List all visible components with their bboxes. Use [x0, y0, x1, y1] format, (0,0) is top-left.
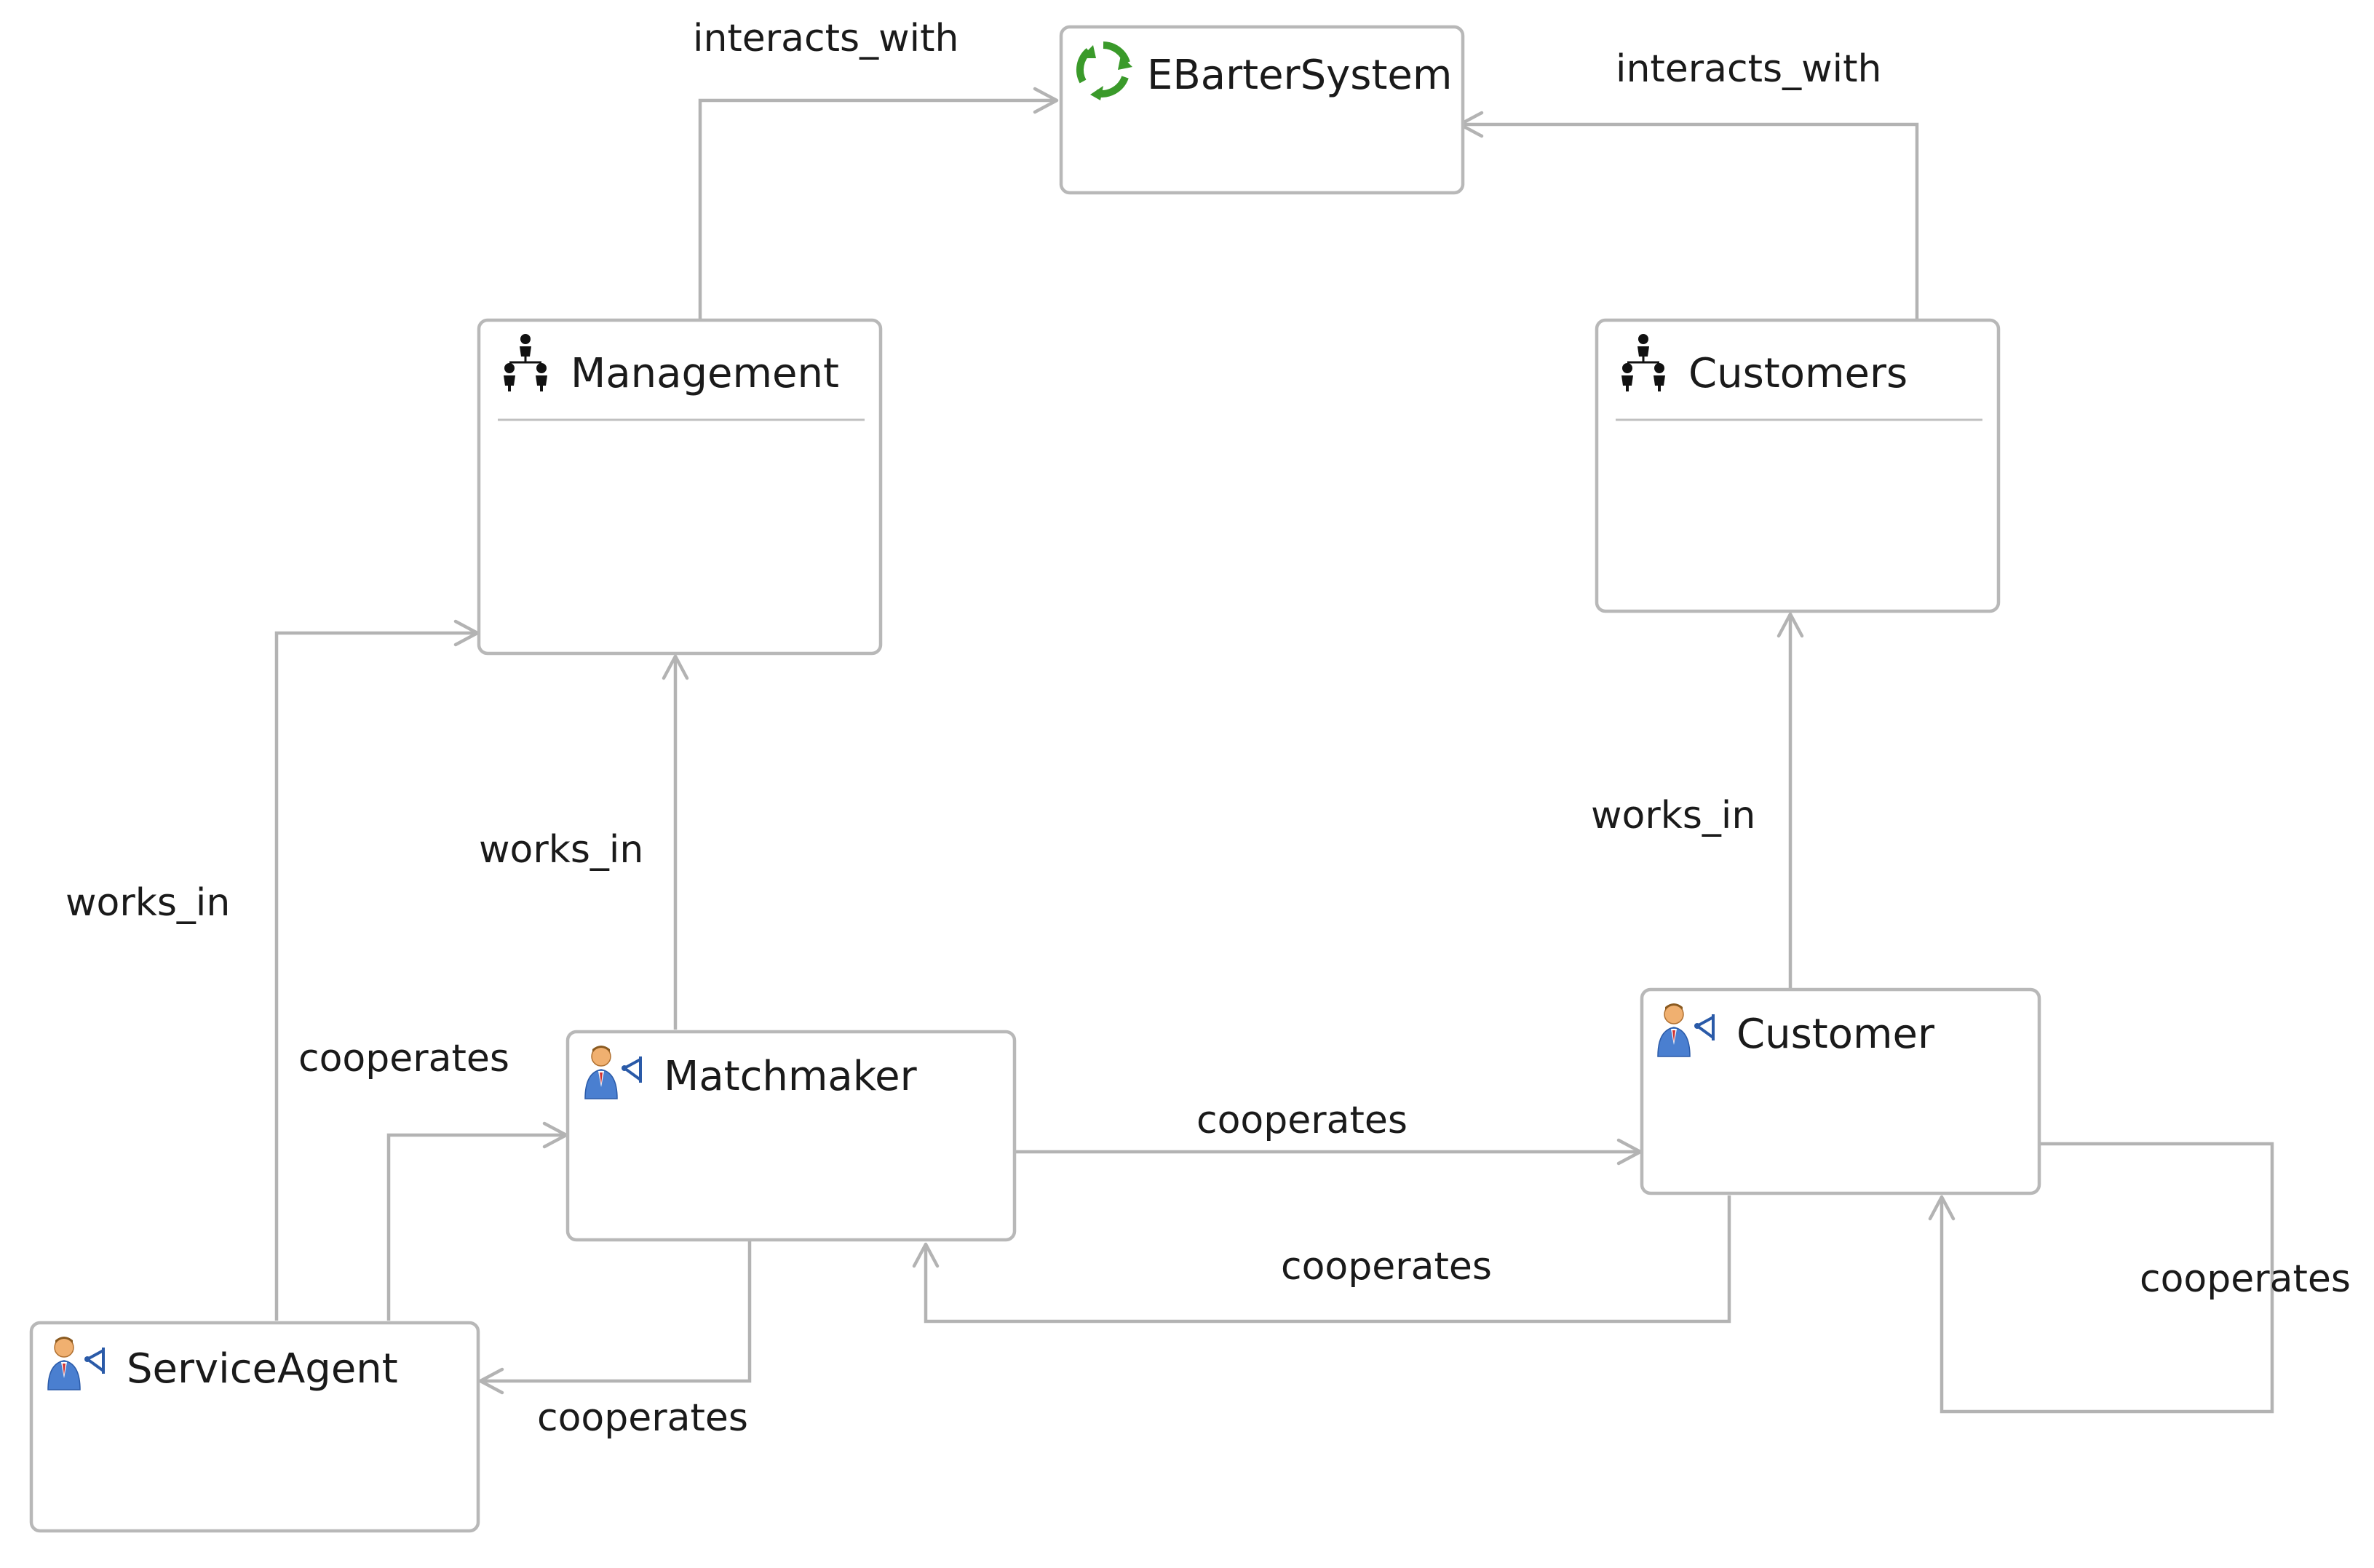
edge-serviceagent-management[interactable] [274, 619, 480, 1321]
edge-label-customer-matchmaker: cooperates [1281, 1245, 1492, 1289]
edge-customer-matchmaker[interactable] [912, 1195, 1731, 1324]
edge-label-management-ebarter: interacts_with [693, 17, 958, 60]
node-label-management: Management [571, 350, 839, 397]
node-customers[interactable]: Customers [1595, 318, 2001, 613]
node-ebarter-system[interactable]: EBarterSystem [1059, 25, 1465, 195]
edge-customer-customers[interactable] [1776, 612, 1804, 988]
edge-matchmaker-customer[interactable] [1016, 1138, 1643, 1166]
node-label-matchmaker: Matchmaker [664, 1053, 918, 1100]
node-label-service-agent: ServiceAgent [127, 1345, 398, 1393]
edge-matchmaker-serviceagent[interactable] [478, 1241, 752, 1395]
edge-label-matchmaker-serviceagent: cooperates [537, 1396, 748, 1440]
node-matchmaker[interactable]: Matchmaker [565, 1030, 1017, 1242]
edge-label-customer-self: cooperates [2140, 1257, 2351, 1301]
edge-serviceagent-matchmaker[interactable] [386, 1121, 568, 1321]
edge-customers-ebarter[interactable] [1458, 111, 1919, 320]
edge-label-serviceagent-matchmaker: cooperates [298, 1037, 509, 1081]
edge-label-customers-ebarter: interacts_with [1616, 47, 1881, 91]
node-label-ebarter-system: EBarterSystem [1147, 52, 1452, 99]
node-management[interactable]: Management [477, 318, 883, 656]
edges [274, 87, 2274, 1414]
edge-customer-self[interactable] [1928, 1142, 2274, 1414]
edge-label-serviceagent-management: works_in [65, 881, 230, 925]
node-label-customer: Customer [1736, 1011, 1935, 1058]
edge-label-matchmaker-management: works_in [479, 828, 643, 872]
node-label-customers: Customers [1688, 350, 1907, 397]
edge-label-matchmaker-customer: cooperates [1196, 1099, 1408, 1142]
edge-labels: interacts_with interacts_with works_in w… [65, 17, 2351, 1440]
edge-label-customer-customers: works_in [1591, 794, 1755, 837]
edge-matchmaker-management[interactable] [662, 654, 689, 1030]
edge-management-ebarter[interactable] [698, 87, 1059, 320]
node-service-agent[interactable]: ServiceAgent [29, 1321, 480, 1533]
node-customer[interactable]: Customer [1640, 987, 2041, 1195]
